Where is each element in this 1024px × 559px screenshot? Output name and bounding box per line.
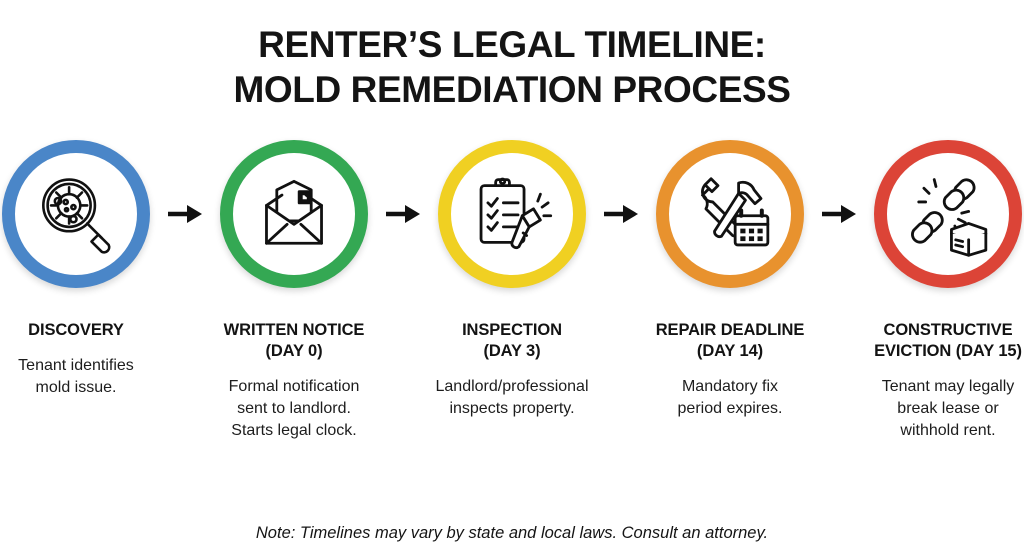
label-repair-deadline: REPAIR DEADLINE (DAY 14) Mandatory fix p… bbox=[642, 320, 818, 442]
label-discovery: DISCOVERY Tenant identifies mold issue. bbox=[0, 320, 164, 442]
tools-calendar-icon bbox=[687, 171, 773, 257]
broken-chain-box-icon bbox=[905, 171, 991, 257]
clipboard-flashlight-icon bbox=[469, 171, 555, 257]
step-desc-written-notice: Formal notification sent to landlord. St… bbox=[228, 378, 360, 439]
step-title-repair-deadline: REPAIR DEADLINE bbox=[655, 321, 805, 339]
label-spacer-4 bbox=[818, 320, 860, 442]
step-written-notice-circle bbox=[220, 140, 368, 288]
step-title-discovery: DISCOVERY bbox=[28, 321, 124, 339]
step-title-written-notice: WRITTEN NOTICE bbox=[223, 321, 365, 339]
arrow-right-icon bbox=[604, 205, 638, 223]
step-constructive-eviction bbox=[860, 138, 1024, 290]
arrow-right-icon bbox=[386, 205, 420, 223]
step-day-inspection: (DAY 3) bbox=[483, 342, 541, 360]
title-line-1: RENTER’S LEGAL TIMELINE: bbox=[258, 24, 766, 65]
arrow-right-icon bbox=[168, 205, 202, 223]
label-constructive-eviction: CONSTRUCTIVE EVICTION (DAY 15) Tenant ma… bbox=[860, 320, 1024, 442]
label-inspection: INSPECTION (DAY 3) Landlord/professional… bbox=[424, 320, 600, 442]
step-day-written-notice: (DAY 0) bbox=[265, 342, 323, 360]
label-spacer-1 bbox=[164, 320, 206, 442]
step-desc-constructive-eviction: Tenant may legally break lease or withho… bbox=[881, 378, 1015, 439]
step-day-repair-deadline: (DAY 14) bbox=[696, 342, 764, 360]
arrow-4 bbox=[818, 138, 860, 290]
step-written-notice bbox=[206, 138, 382, 290]
step-day-constructive-eviction: EVICTION (DAY 15) bbox=[874, 342, 1022, 360]
step-title-inspection: INSPECTION bbox=[462, 321, 562, 339]
step-title-constructive-eviction: CONSTRUCTIVE bbox=[883, 321, 1013, 339]
label-spacer-2 bbox=[382, 320, 424, 442]
step-desc-discovery: Tenant identifies mold issue. bbox=[18, 357, 134, 396]
label-written-notice: WRITTEN NOTICE (DAY 0) Formal notificati… bbox=[206, 320, 382, 442]
step-inspection bbox=[424, 138, 600, 290]
step-discovery-circle-wrap bbox=[0, 138, 152, 290]
step-discovery bbox=[0, 138, 164, 290]
page-title: RENTER’S LEGAL TIMELINE: MOLD REMEDIATIO… bbox=[0, 0, 1024, 112]
step-desc-repair-deadline: Mandatory fix period expires. bbox=[677, 378, 783, 417]
label-spacer-3 bbox=[600, 320, 642, 442]
title-line-2: MOLD REMEDIATION PROCESS bbox=[233, 69, 791, 110]
magnifier-mold-icon bbox=[33, 171, 119, 257]
timeline-steps bbox=[0, 138, 1024, 290]
arrow-right-icon bbox=[822, 205, 856, 223]
step-repair-deadline bbox=[642, 138, 818, 290]
step-repair-deadline-circle bbox=[656, 140, 804, 288]
footnote: Note: Timelines may vary by state and lo… bbox=[255, 524, 769, 542]
arrow-3 bbox=[600, 138, 642, 290]
envelope-letter-icon bbox=[251, 171, 337, 257]
step-discovery-circle bbox=[2, 140, 150, 288]
step-repair-deadline-circle-wrap bbox=[654, 138, 806, 290]
arrow-1 bbox=[164, 138, 206, 290]
step-inspection-circle bbox=[438, 140, 586, 288]
step-written-notice-circle-wrap bbox=[218, 138, 370, 290]
step-desc-inspection: Landlord/professional inspects property. bbox=[435, 378, 589, 417]
step-constructive-eviction-circle-wrap bbox=[872, 138, 1024, 290]
step-constructive-eviction-circle bbox=[874, 140, 1022, 288]
arrow-2 bbox=[382, 138, 424, 290]
timeline-labels: DISCOVERY Tenant identifies mold issue. … bbox=[0, 320, 1024, 442]
step-inspection-circle-wrap bbox=[436, 138, 588, 290]
